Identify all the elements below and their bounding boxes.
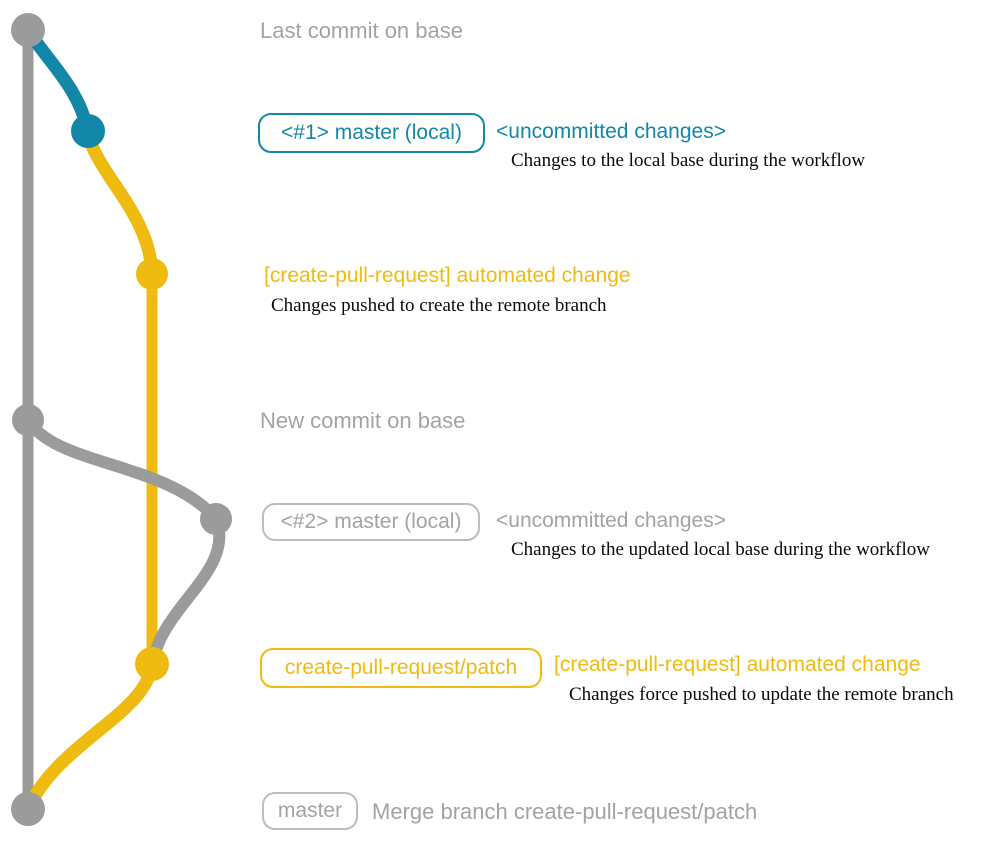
commit-node-local-master-1 — [71, 114, 105, 148]
title-uncommitted-changes-2: <uncommitted changes> — [496, 509, 726, 532]
label-merge-branch: Merge branch create-pull-request/patch — [372, 799, 758, 824]
branch-badge-master: master — [262, 792, 358, 830]
commit-node-patch-2 — [135, 647, 169, 681]
label-new-commit-on-base: New commit on base — [260, 408, 466, 433]
caption-local-base-changes-2: Changes to the updated local base during… — [511, 539, 930, 560]
branch-badge-master-local-1: <#1> master (local) — [258, 113, 485, 153]
branch-badge-label: master — [277, 799, 343, 822]
branch-badge-master-local-2: <#2> master (local) — [262, 503, 480, 541]
branch-badge-label: <#1> master (local) — [281, 121, 462, 144]
caption-local-base-changes-1: Changes to the local base during the wor… — [511, 150, 866, 171]
title-automated-change-2: [create-pull-request] automated change — [554, 653, 921, 676]
branch-badge-create-pull-request-patch: create-pull-request/patch — [260, 648, 542, 688]
edge-base-to-local2 — [22, 414, 222, 525]
commit-node-new-base — [12, 404, 44, 436]
title-automated-change-1: [create-pull-request] automated change — [264, 264, 631, 287]
commit-node-local-master-2 — [200, 503, 232, 535]
commit-node-merge — [11, 792, 45, 826]
edge-patch2-to-merge — [21, 657, 159, 816]
edge-local1-to-patch1 — [81, 124, 159, 281]
commit-node-patch-1 — [136, 258, 168, 290]
caption-changes-force-pushed: Changes force pushed to update the remot… — [569, 684, 954, 705]
branch-badge-label: <#2> master (local) — [280, 510, 462, 533]
branch-badge-label: create-pull-request/patch — [284, 656, 518, 679]
edge-base-to-local1 — [21, 23, 95, 138]
edge-local2-to-patch2 — [147, 513, 226, 668]
label-last-commit-on-base: Last commit on base — [260, 18, 463, 43]
title-uncommitted-changes-1: <uncommitted changes> — [496, 120, 726, 143]
commit-node-last-base — [11, 13, 45, 47]
caption-changes-pushed: Changes pushed to create the remote bran… — [271, 295, 607, 316]
